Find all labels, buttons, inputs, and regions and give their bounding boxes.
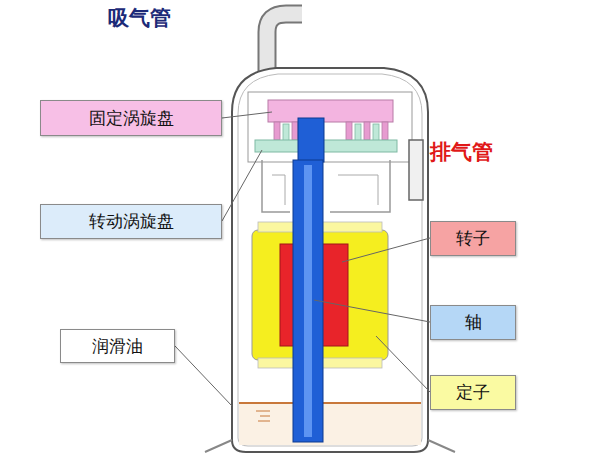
part-label-box: 轴 bbox=[430, 305, 516, 340]
leader-line bbox=[175, 346, 232, 406]
oil-mark bbox=[256, 411, 270, 421]
discharge-pipe bbox=[409, 140, 423, 200]
fixed-scroll-wraps bbox=[274, 122, 388, 140]
scroll-wrap bbox=[364, 122, 370, 140]
part-label-box: 润滑油 bbox=[60, 329, 175, 363]
part-name: 转动涡旋盘 bbox=[89, 210, 174, 233]
bearing-housing bbox=[272, 175, 378, 205]
leader-line bbox=[222, 112, 272, 118]
shaft-eccentric bbox=[298, 118, 324, 162]
scroll-wrap bbox=[292, 122, 298, 140]
scroll-wrap bbox=[274, 122, 280, 140]
scroll-wrap bbox=[355, 124, 361, 141]
pipe-label: 排气管 bbox=[430, 138, 493, 166]
scroll-wrap bbox=[373, 124, 379, 141]
oil-passage bbox=[304, 165, 312, 437]
part-label-box: 转动涡旋盘 bbox=[40, 204, 222, 239]
leader-line bbox=[222, 150, 262, 221]
leader-lines bbox=[175, 112, 430, 406]
scroll-wrap bbox=[346, 122, 352, 140]
leader-line bbox=[342, 238, 430, 262]
part-label-box: 固定涡旋盘 bbox=[40, 100, 222, 136]
oil-sump bbox=[239, 403, 421, 445]
oil-level bbox=[239, 402, 421, 404]
part-label-box: 定子 bbox=[430, 375, 516, 410]
part-name: 转子 bbox=[456, 227, 490, 250]
pipe-label: 吸气管 bbox=[108, 4, 171, 32]
orbiting-scroll-wraps bbox=[283, 124, 379, 141]
compressor-shell bbox=[232, 68, 428, 452]
part-name: 轴 bbox=[465, 311, 482, 334]
shell-inner-line bbox=[238, 74, 422, 446]
leader-line bbox=[376, 336, 430, 392]
fixed-scroll-plate bbox=[268, 100, 393, 122]
orbiting-scroll-plate bbox=[255, 140, 397, 152]
upper-housing bbox=[248, 92, 412, 162]
scroll-wrap bbox=[382, 122, 388, 140]
leader-line bbox=[314, 300, 430, 322]
part-name: 固定涡旋盘 bbox=[89, 107, 174, 130]
part-label-box: 转子 bbox=[430, 221, 516, 256]
frame bbox=[262, 160, 390, 212]
part-name: 定子 bbox=[456, 381, 490, 404]
part-name: 润滑油 bbox=[92, 335, 143, 358]
scroll-wrap bbox=[283, 124, 289, 141]
